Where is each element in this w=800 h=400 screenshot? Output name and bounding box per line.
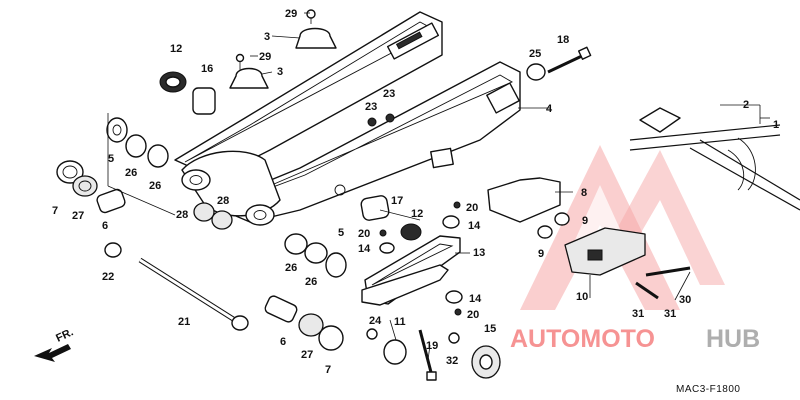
callout-23: 23 xyxy=(365,101,377,113)
callout-18: 18 xyxy=(557,34,569,46)
swingarm-body xyxy=(174,11,521,226)
callout-31: 31 xyxy=(632,308,644,320)
callout-20: 20 xyxy=(466,202,478,214)
callout-26: 26 xyxy=(285,262,297,274)
callout-6: 6 xyxy=(280,336,286,348)
callout-14: 14 xyxy=(358,243,371,255)
callout-12: 12 xyxy=(411,208,423,220)
watermark-text-part2: HUB xyxy=(706,325,760,353)
leader-lines xyxy=(107,12,770,361)
callout-7: 7 xyxy=(325,364,331,376)
chain-guide-parts xyxy=(361,177,646,306)
watermark-logo xyxy=(520,145,725,310)
callout-22: 22 xyxy=(102,271,114,283)
callout-32: 32 xyxy=(446,355,458,367)
callout-5: 5 xyxy=(338,227,344,239)
callout-20: 20 xyxy=(467,309,479,321)
callout-25: 25 xyxy=(529,48,541,60)
callout-3: 3 xyxy=(264,31,270,43)
callout-27: 27 xyxy=(72,210,84,222)
callout-24: 24 xyxy=(369,315,382,327)
diagram-code: MAC3-F1800 xyxy=(676,384,740,395)
callout-21: 21 xyxy=(178,316,190,328)
callout-13: 13 xyxy=(473,247,485,259)
callout-15: 15 xyxy=(484,323,496,335)
callout-8: 8 xyxy=(581,187,587,199)
callout-11: 11 xyxy=(394,316,406,328)
callout-2: 2 xyxy=(743,99,749,111)
callout-labels: 1 2 3 3 4 5 5 6 6 7 7 8 9 9 10 11 12 12 … xyxy=(52,8,779,376)
callout-16: 16 xyxy=(201,63,213,75)
callout-17: 17 xyxy=(391,195,403,207)
watermark-text: AUTOMOTO HUB xyxy=(510,325,760,353)
callout-5: 5 xyxy=(108,153,114,165)
callout-3: 3 xyxy=(277,66,283,78)
callout-29: 29 xyxy=(285,8,297,20)
front-direction-arrow: FR. xyxy=(34,326,75,362)
callout-9: 9 xyxy=(538,248,544,260)
callout-9: 9 xyxy=(582,215,588,227)
callout-26: 26 xyxy=(149,180,161,192)
callout-20: 20 xyxy=(358,228,370,240)
callout-7: 7 xyxy=(52,205,58,217)
watermark-text-part1: AUTOMOTO xyxy=(510,325,655,353)
drive-chain xyxy=(629,107,800,211)
callout-29: 29 xyxy=(259,51,271,63)
front-direction-label: FR. xyxy=(54,326,75,344)
callout-1: 1 xyxy=(773,119,779,131)
callout-6: 6 xyxy=(102,220,108,232)
callout-31: 31 xyxy=(664,308,676,320)
callout-26: 26 xyxy=(125,167,137,179)
callout-28: 28 xyxy=(176,209,188,221)
callout-14: 14 xyxy=(468,220,481,232)
callout-30: 30 xyxy=(679,294,691,306)
callout-23: 23 xyxy=(383,88,395,100)
callout-12: 12 xyxy=(170,43,182,55)
callout-10: 10 xyxy=(576,291,588,303)
callout-4: 4 xyxy=(546,103,553,115)
callout-26: 26 xyxy=(305,276,317,288)
callout-28: 28 xyxy=(217,195,229,207)
callout-14: 14 xyxy=(469,293,482,305)
callout-27: 27 xyxy=(301,349,313,361)
hardware-parts xyxy=(56,9,691,381)
callout-19: 19 xyxy=(426,340,438,352)
